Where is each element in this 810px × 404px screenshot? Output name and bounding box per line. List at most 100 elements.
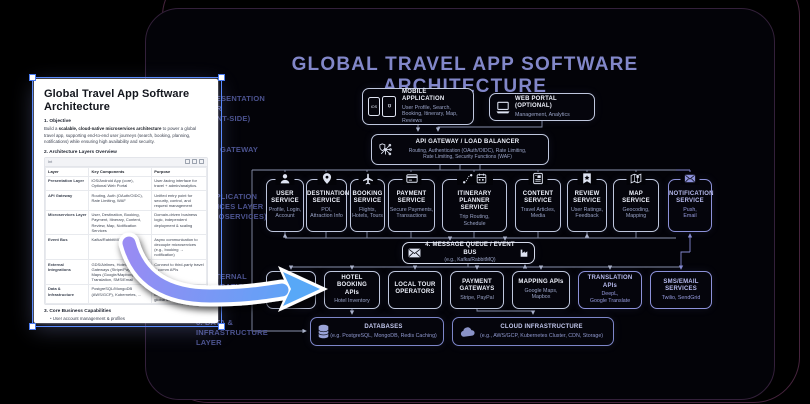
external-sub: Twilio, SendGrid — [661, 294, 701, 301]
selection-handle-bottom-left[interactable] — [29, 323, 36, 330]
laptop-icon — [495, 101, 511, 114]
star-badge-icon — [577, 172, 597, 185]
external-name: TRANSLATION APIs — [587, 275, 633, 289]
capabilities-list: User account management & profiles Desti… — [44, 316, 208, 323]
node-subtitle: (e.g. PostgreSQL, MongoDB, Redis Caching… — [330, 332, 437, 339]
notification-service-node[interactable]: NOTIFICATION SERVICE Push, Email — [668, 172, 714, 232]
download-icon[interactable] — [192, 159, 197, 164]
external-name: HOTEL BOOKING APIs — [336, 275, 368, 296]
review-service-node[interactable]: REVIEW SERVICE User Ratings, Feedback — [567, 172, 607, 232]
node-title: CLOUD INFRASTRUCTURE — [500, 323, 583, 330]
layers-table: Layer Key Components Purpose Presentatio… — [44, 166, 207, 305]
service-sub: Flights, Hotels, Tours — [352, 206, 383, 220]
service-name: NOTIFICATION SERVICE — [669, 191, 714, 205]
node-title: 4. MESSAGE QUEUE / EVENT BUS — [425, 242, 515, 256]
node-subtitle: (e.g., Kafka/RabbitMQ) — [444, 257, 496, 264]
queue-envelope-icon — [408, 248, 421, 258]
selection-handle-top-right[interactable] — [218, 74, 225, 81]
mobile-application-node[interactable]: iOS MOBILE APPLICATION User Profile, Sea… — [362, 88, 474, 125]
service-sub: Profile, Login, Account — [268, 206, 302, 220]
layers-table-widget: Int Layer Key Components Purpose Present… — [44, 156, 208, 306]
objective-heading: 1. Objective — [44, 119, 71, 125]
external-name: PAYMENT GATEWAYS — [459, 278, 495, 292]
selection-handle-top-left[interactable] — [29, 74, 36, 81]
table-header-row: Layer Key Components Purpose — [44, 166, 207, 177]
service-name: USER SERVICE — [271, 191, 299, 205]
external-name: MAPPING APIs — [518, 279, 564, 286]
mobile-devices-icon: iOS — [368, 96, 398, 117]
node-title: API GATEWAY / LOAD BALANCER — [415, 138, 520, 145]
route-calendar-icon — [456, 172, 493, 185]
service-sub: Travel Articles, Media — [520, 206, 556, 220]
table-toolbar-label: Int — [48, 159, 53, 164]
local-tour-operators-node[interactable]: LOCAL TOUR OPERATORS — [388, 271, 442, 309]
external-sub: Stripe, PayPal — [460, 294, 494, 301]
table-toolbar: Int — [45, 157, 207, 167]
user-service-node[interactable]: USER SERVICE Profile, Login, Account — [266, 172, 304, 232]
map-service-node[interactable]: MAP SERVICE Geocoding, Mapping — [613, 172, 659, 232]
expand-icon[interactable] — [199, 159, 204, 164]
external-name: SMS/EMAIL SERVICES — [663, 278, 699, 292]
broker-icon — [519, 248, 529, 258]
user-icon — [275, 172, 295, 185]
service-name: REVIEW SERVICE — [573, 191, 601, 205]
service-name: DESTINATION SERVICE — [307, 191, 350, 205]
envelope-icon — [680, 172, 700, 185]
service-sub: Secure Payments, Transactions — [389, 206, 434, 220]
booking-service-node[interactable]: BOOKING SERVICE Flights, Hotels, Tours — [350, 172, 385, 232]
map-icon — [626, 172, 646, 185]
payment-service-node[interactable]: PAYMENT SERVICE Secure Payments, Transac… — [388, 172, 435, 232]
service-sub: Trip Routing, Schedule — [459, 214, 490, 227]
ios-phone-icon: iOS — [368, 97, 380, 116]
node-subtitle: User Profile, Search, Booking, Itinerary… — [402, 104, 458, 124]
layers-heading: 2. Architecture Layers Overview — [44, 149, 117, 155]
objective-paragraph: Build a scalable, cloud-native microserv… — [44, 126, 197, 145]
database-icon — [317, 324, 330, 339]
databases-node[interactable]: DATABASES (e.g. PostgreSQL, MongoDB, Red… — [310, 317, 444, 346]
payment-gateways-node[interactable]: PAYMENT GATEWAYS Stripe, PayPal — [450, 271, 504, 309]
cloud-infrastructure-node[interactable]: CLOUD INFRASTRUCTURE (e.g., AWS/GCP, Kub… — [452, 317, 614, 346]
external-sub: Google Maps, Mapbox — [524, 287, 558, 301]
document-title: Global Travel App Software Architecture — [44, 88, 190, 114]
external-sub: Hotel Inventory — [334, 298, 370, 305]
selection-handle-bottom-right[interactable] — [218, 323, 225, 330]
android-phone-icon — [382, 96, 396, 117]
service-sub: POI, Attraction Info — [310, 206, 343, 220]
sms-email-services-node[interactable]: SMS/EMAIL SERVICES Twilio, SendGrid — [650, 271, 712, 309]
node-subtitle: Management, Analytics — [515, 111, 570, 118]
capabilities-heading: 3. Core Business Capabilities — [44, 309, 112, 315]
itinerary-planner-service-node[interactable]: ITINERARY PLANNER SERVICE Trip Routing, … — [442, 172, 507, 232]
destination-service-node[interactable]: DESTINATION SERVICE POI, Attraction Info — [306, 172, 350, 232]
copy-icon[interactable] — [185, 159, 190, 164]
service-name: PAYMENT SERVICE — [396, 191, 427, 205]
mapping-apis-node[interactable]: MAPPING APIs Google Maps, Mapbox — [512, 271, 570, 309]
airplane-icon — [358, 172, 377, 185]
service-name: MAP SERVICE — [622, 191, 650, 205]
node-title: DATABASES — [364, 323, 403, 330]
service-sub: Push, Email — [683, 206, 697, 220]
hotel-booking-apis-node[interactable]: HOTEL BOOKING APIs Hotel Inventory — [324, 271, 380, 309]
node-subtitle: Routing, Authentication (OAuth/OIDC), Ra… — [408, 147, 527, 160]
list-item: User account management & profiles — [50, 316, 208, 323]
external-name: LOCAL TOUR OPERATORS — [394, 282, 436, 296]
map-pin-icon — [317, 172, 336, 185]
node-title: WEB PORTAL (OPTIONAL) — [515, 95, 557, 109]
document-page[interactable]: Global Travel App Software Architecture … — [34, 79, 218, 323]
node-title: MOBILE APPLICATION — [402, 88, 445, 102]
node-subtitle: (e.g., AWS/GCP, Kubernetes Cluster, CDN,… — [479, 332, 604, 339]
api-gateway-node[interactable]: API GATEWAY / LOAD BALANCER Routing, Aut… — [371, 134, 549, 165]
article-media-icon — [528, 172, 548, 185]
service-name: CONTENT SERVICE — [522, 191, 554, 205]
service-sub: User Ratings, Feedback — [570, 206, 604, 220]
translation-apis-node[interactable]: TRANSLATION APIs DeepL, Google Translate — [578, 271, 642, 309]
content-service-node[interactable]: CONTENT SERVICE Travel Articles, Media — [515, 172, 561, 232]
service-name: BOOKING SERVICE — [352, 191, 383, 205]
external-sub: DeepL, Google Translate — [589, 291, 631, 304]
web-portal-node[interactable]: WEB PORTAL (OPTIONAL) Management, Analyt… — [489, 93, 595, 121]
message-queue-node[interactable]: 4. MESSAGE QUEUE / EVENT BUS (e.g., Kafk… — [402, 242, 535, 264]
